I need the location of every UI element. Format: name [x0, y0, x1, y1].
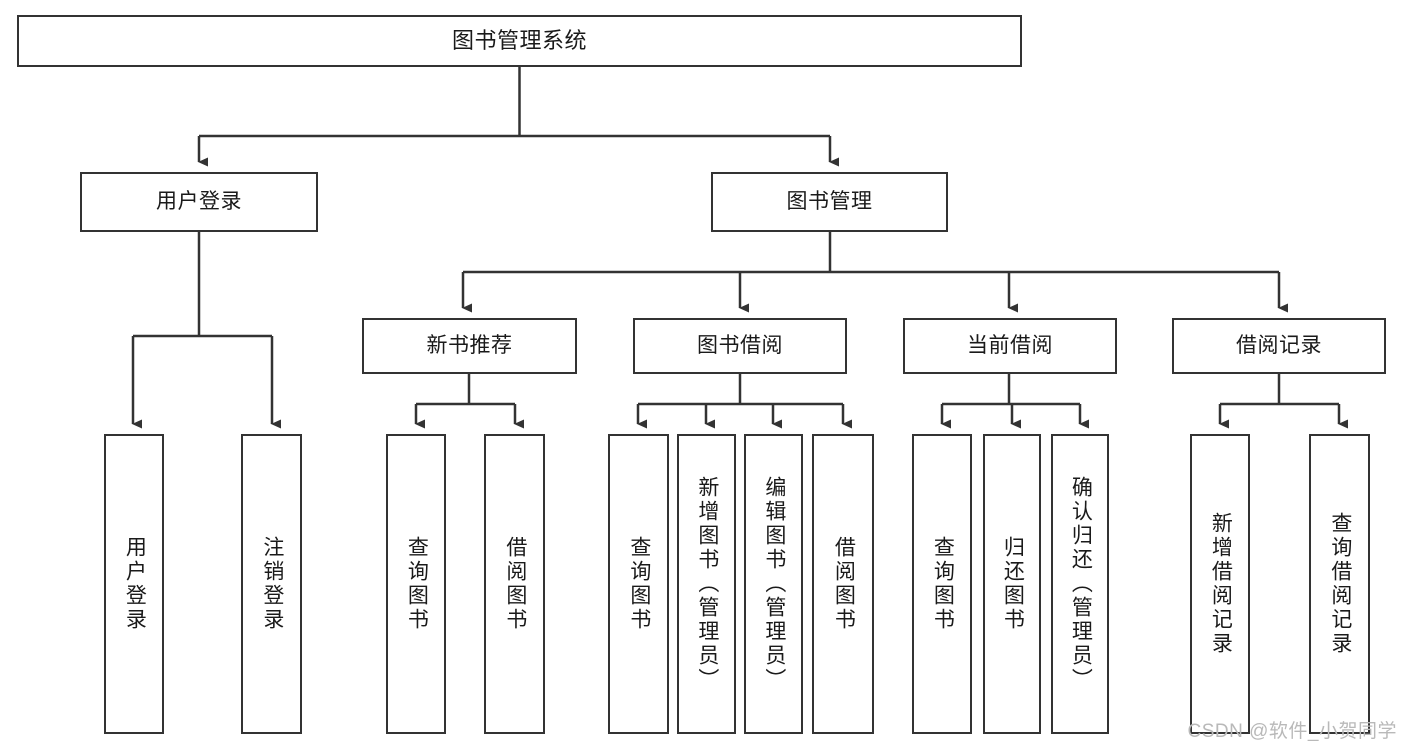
node-leaf-borrow-book-2[interactable]: 借阅图书: [812, 434, 874, 734]
node-leaf-confirm-return-label: 确认归还（管理员）: [1069, 476, 1093, 692]
node-new-book-recommend-label: 新书推荐: [426, 333, 513, 357]
node-leaf-query-book-1[interactable]: 查询图书: [386, 434, 446, 734]
node-user-login[interactable]: 用户登录: [80, 172, 318, 232]
node-leaf-query-record-label: 查询借阅记录: [1328, 512, 1352, 656]
node-leaf-borrow-book-1-label: 借阅图书: [503, 536, 527, 632]
node-leaf-return-book-label: 归还图书: [1001, 536, 1025, 632]
node-book-borrow-label: 图书借阅: [697, 333, 783, 357]
node-leaf-user-login-label: 用户登录: [123, 536, 147, 632]
node-leaf-borrow-book-1[interactable]: 借阅图书: [484, 434, 545, 734]
node-book-manage-label: 图书管理: [786, 189, 873, 213]
node-borrow-record[interactable]: 借阅记录: [1172, 318, 1386, 374]
node-user-login-label: 用户登录: [156, 189, 242, 213]
node-leaf-query-record[interactable]: 查询借阅记录: [1309, 434, 1370, 734]
node-current-borrow-label: 当前借阅: [967, 333, 1053, 357]
node-leaf-borrow-book-2-label: 借阅图书: [832, 536, 856, 632]
node-leaf-user-logout[interactable]: 注销登录: [241, 434, 302, 734]
node-leaf-add-book[interactable]: 新增图书（管理员）: [677, 434, 736, 734]
node-leaf-query-book-3[interactable]: 查询图书: [912, 434, 972, 734]
node-root[interactable]: 图书管理系统: [17, 15, 1022, 67]
node-leaf-query-book-2[interactable]: 查询图书: [608, 434, 669, 734]
node-leaf-user-logout-label: 注销登录: [260, 536, 284, 632]
node-leaf-query-book-2-label: 查询图书: [627, 536, 651, 632]
node-book-borrow[interactable]: 图书借阅: [633, 318, 847, 374]
node-leaf-add-record[interactable]: 新增借阅记录: [1190, 434, 1250, 734]
node-leaf-edit-book-label: 编辑图书（管理员）: [762, 476, 786, 692]
node-borrow-record-label: 借阅记录: [1236, 333, 1322, 357]
node-leaf-user-login[interactable]: 用户登录: [104, 434, 164, 734]
node-leaf-add-record-label: 新增借阅记录: [1209, 512, 1233, 656]
node-leaf-edit-book[interactable]: 编辑图书（管理员）: [744, 434, 803, 734]
node-leaf-query-book-1-label: 查询图书: [405, 536, 429, 632]
node-root-label: 图书管理系统: [451, 28, 587, 54]
node-leaf-return-book[interactable]: 归还图书: [983, 434, 1041, 734]
node-current-borrow[interactable]: 当前借阅: [903, 318, 1117, 374]
node-new-book-recommend[interactable]: 新书推荐: [362, 318, 577, 374]
node-leaf-query-book-3-label: 查询图书: [931, 536, 955, 632]
node-book-manage[interactable]: 图书管理: [711, 172, 948, 232]
node-leaf-add-book-label: 新增图书（管理员）: [695, 476, 719, 692]
node-leaf-confirm-return[interactable]: 确认归还（管理员）: [1051, 434, 1109, 734]
